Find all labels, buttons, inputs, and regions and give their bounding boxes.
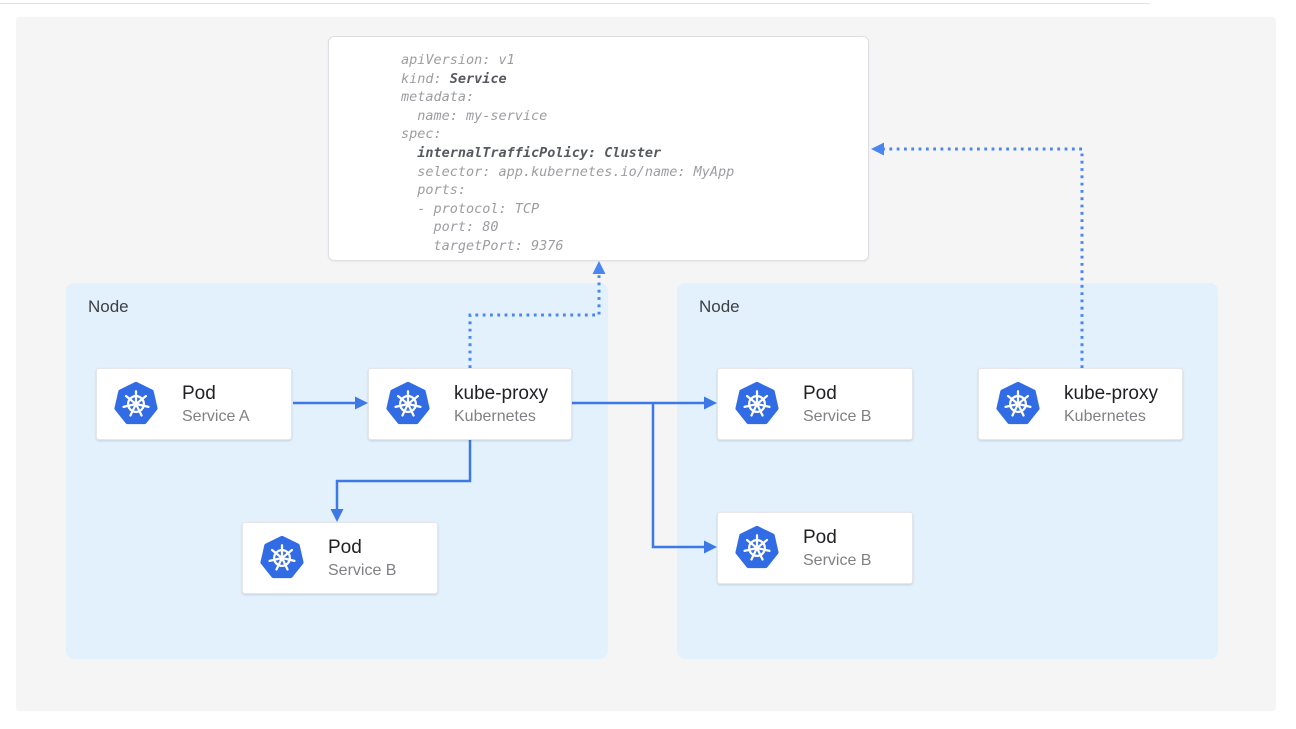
kubernetes-logo-icon xyxy=(258,534,306,582)
node-container-right: Node xyxy=(677,283,1218,659)
card-subtitle: Service B xyxy=(803,407,872,425)
yaml-line: - protocol: TCP xyxy=(401,200,540,217)
yaml-line: selector: app.kubernetes.io/name: MyApp xyxy=(401,163,735,180)
yaml-line: metadata: xyxy=(401,89,475,106)
node-label: Node xyxy=(699,297,740,316)
pod-card-service-b-left: Pod Service B xyxy=(242,522,438,594)
yaml-line: internalTrafficPolicy: Cluster xyxy=(417,144,662,161)
pod-card-service-b-right-top: Pod Service B xyxy=(717,368,913,440)
yaml-line: port: 80 xyxy=(401,219,499,236)
kubernetes-logo-icon xyxy=(733,380,781,428)
yaml-line: name: my-service xyxy=(401,107,548,124)
card-subtitle: Kubernetes xyxy=(454,407,536,425)
card-title: Pod xyxy=(328,536,362,558)
card-subtitle: Service A xyxy=(182,407,250,425)
card-subtitle: Service B xyxy=(328,561,397,579)
service-yaml-code: apiVersion: v1 kind: Service metadata: n… xyxy=(401,51,734,256)
pod-card-service-a: Pod Service A xyxy=(96,368,292,440)
kube-proxy-card-left: kube-proxy Kubernetes xyxy=(368,368,572,440)
kubernetes-logo-icon xyxy=(112,380,160,428)
yaml-line: ports: xyxy=(401,182,467,199)
card-title: Pod xyxy=(803,382,837,404)
yaml-line: kind: Service xyxy=(401,70,507,87)
card-subtitle: Kubernetes xyxy=(1064,407,1146,425)
card-title: kube-proxy xyxy=(1064,382,1158,404)
yaml-line: spec: xyxy=(401,126,442,143)
node-container-left: Node xyxy=(66,283,608,659)
kubernetes-logo-icon xyxy=(384,380,432,428)
yaml-line: targetPort: 9376 xyxy=(401,237,564,254)
top-divider xyxy=(0,3,1150,4)
node-label: Node xyxy=(88,297,129,316)
yaml-line: apiVersion: v1 xyxy=(401,52,515,68)
kubernetes-logo-icon xyxy=(994,380,1042,428)
kubernetes-logo-icon xyxy=(733,524,781,572)
kube-proxy-card-right: kube-proxy Kubernetes xyxy=(978,368,1183,440)
service-yaml-box: apiVersion: v1 kind: Service metadata: n… xyxy=(328,36,869,261)
card-title: Pod xyxy=(803,526,837,548)
card-title: Pod xyxy=(182,382,216,404)
pod-card-service-b-right-bottom: Pod Service B xyxy=(717,512,913,584)
card-title: kube-proxy xyxy=(454,382,548,404)
card-subtitle: Service B xyxy=(803,551,872,569)
